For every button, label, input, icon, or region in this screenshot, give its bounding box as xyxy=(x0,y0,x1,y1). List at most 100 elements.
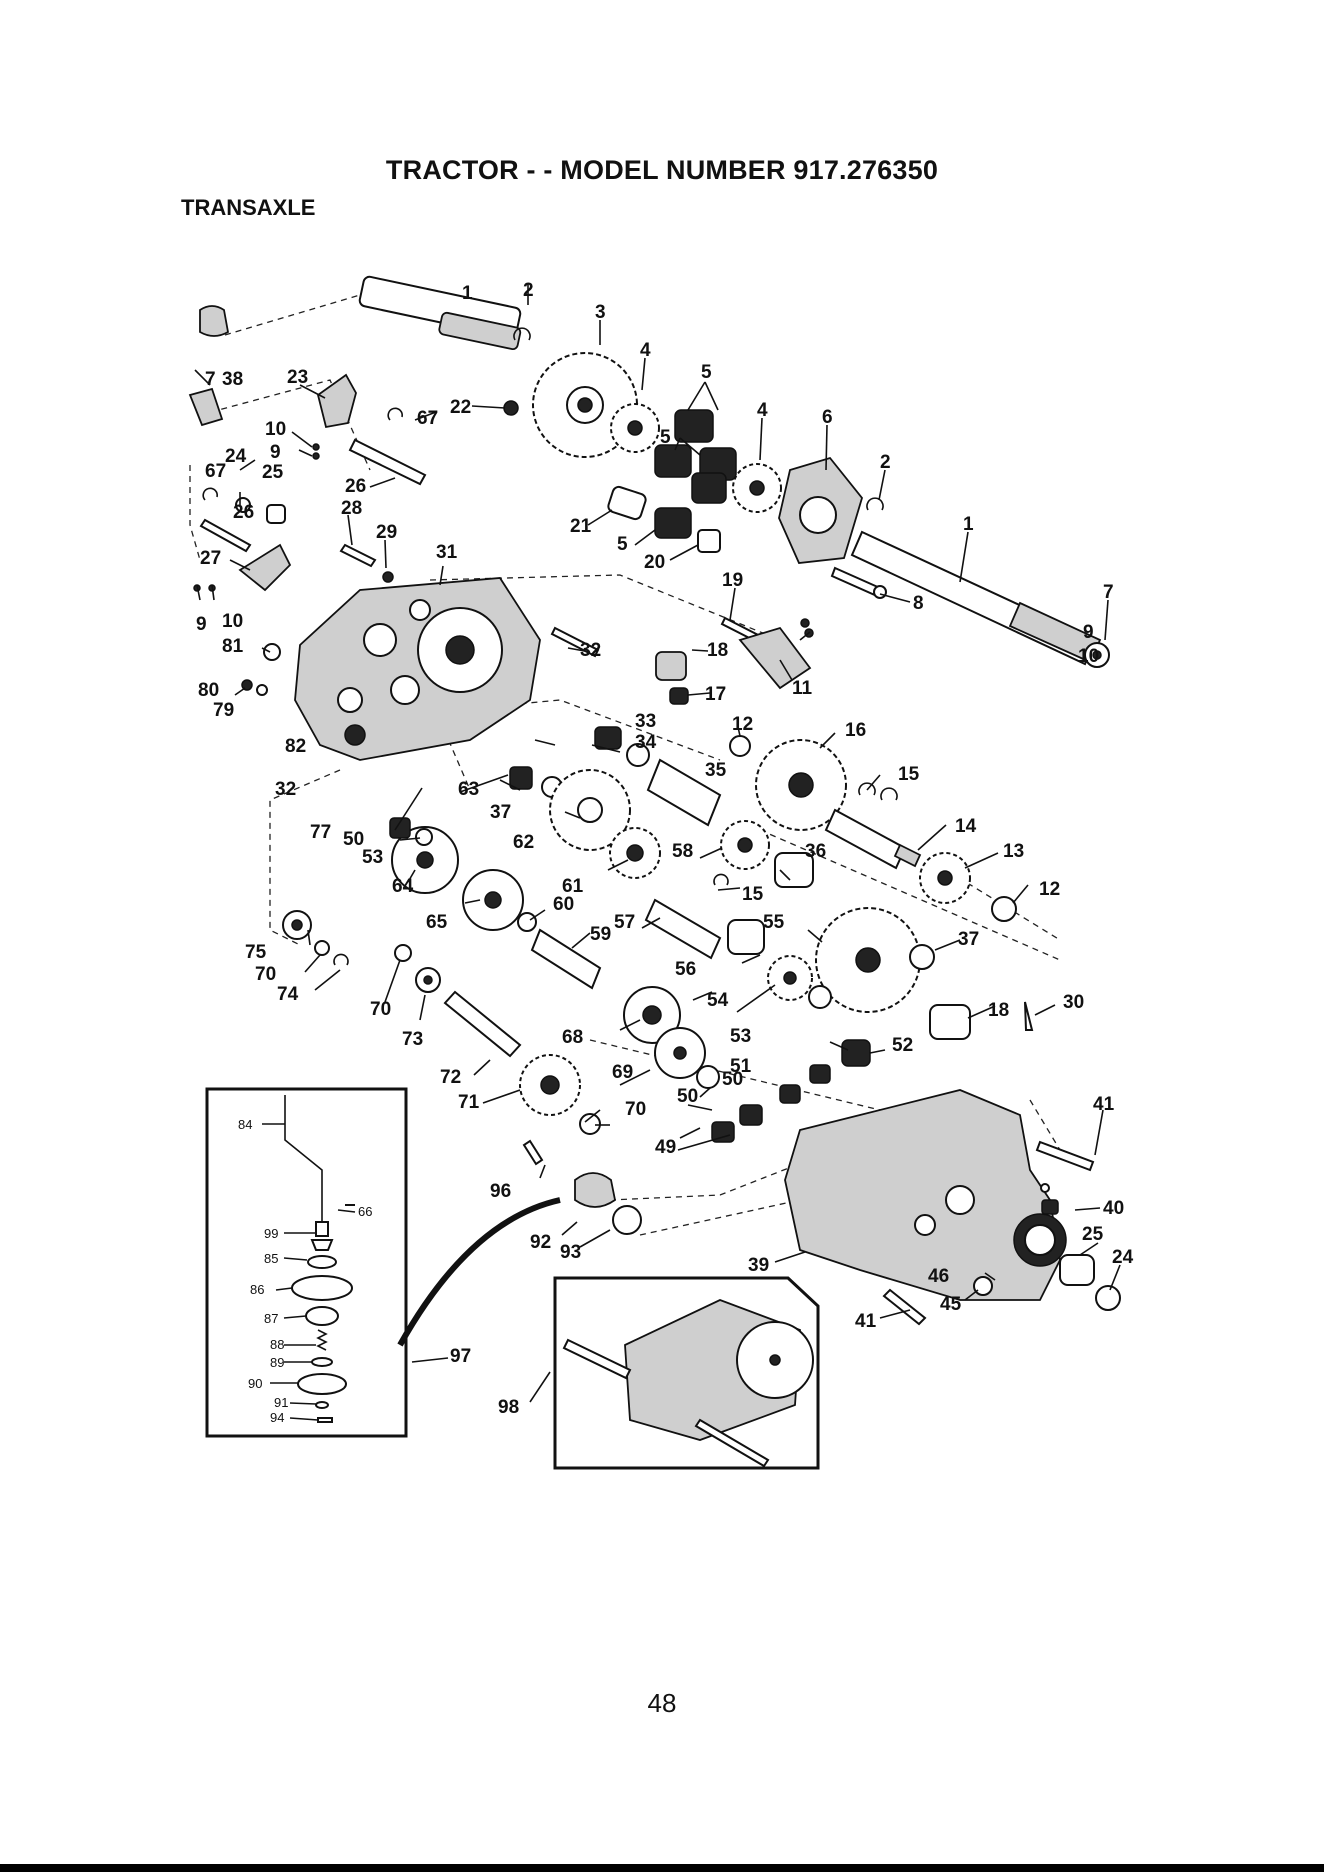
callout-74: 74 xyxy=(277,984,299,1005)
callout-68: 68 xyxy=(562,1027,583,1048)
callout-61: 61 xyxy=(562,876,584,897)
callout-39: 39 xyxy=(748,1255,769,1276)
callout-32b: 32 xyxy=(580,640,601,661)
callout-80: 80 xyxy=(198,680,219,701)
callout-75: 75 xyxy=(245,942,267,963)
callout-24b: 24 xyxy=(1112,1247,1134,1268)
callout-9: 9 xyxy=(270,442,281,463)
callout-1b: 1 xyxy=(963,514,974,535)
callout-86: 86 xyxy=(250,1282,264,1297)
callout-64: 64 xyxy=(392,876,414,897)
callout-56: 56 xyxy=(675,959,696,980)
callout-2b: 2 xyxy=(880,452,891,473)
callout-41: 41 xyxy=(1093,1094,1115,1115)
callout-54: 54 xyxy=(707,990,729,1011)
callout-26b: 26 xyxy=(233,502,254,523)
callout-24: 24 xyxy=(225,446,247,467)
callout-67: 67 xyxy=(417,408,438,429)
callout-21: 21 xyxy=(570,516,592,537)
callout-18: 18 xyxy=(707,640,728,661)
callout-50b: 50 xyxy=(722,1069,743,1090)
upper-shaft-group xyxy=(199,275,1110,668)
callout-93: 93 xyxy=(560,1242,581,1263)
inset-linkage-97 xyxy=(205,1087,561,1438)
callout-40: 40 xyxy=(1103,1198,1124,1219)
callout-31: 31 xyxy=(436,542,458,563)
callout-26: 26 xyxy=(345,476,366,497)
callout-15b: 15 xyxy=(742,884,764,905)
callout-98: 98 xyxy=(498,1397,519,1418)
callout-30: 30 xyxy=(1063,992,1084,1013)
callout-3: 3 xyxy=(595,302,606,323)
callout-29: 29 xyxy=(376,522,397,543)
page-number: 48 xyxy=(647,1688,677,1718)
callout-99: 99 xyxy=(264,1226,278,1241)
callout-92: 92 xyxy=(530,1232,551,1253)
callout-33: 33 xyxy=(635,711,656,732)
callout-89: 89 xyxy=(270,1355,284,1370)
callout-85: 85 xyxy=(264,1251,278,1266)
callout-7b: 7 xyxy=(205,369,216,390)
callout-32: 32 xyxy=(275,779,296,800)
callout-37b: 37 xyxy=(958,929,979,950)
callout-87: 87 xyxy=(264,1311,278,1326)
callout-5: 5 xyxy=(701,362,712,383)
callout-2: 2 xyxy=(523,280,534,301)
callout-53: 53 xyxy=(362,847,383,868)
callout-14: 14 xyxy=(955,816,977,837)
callout-53b: 53 xyxy=(730,1026,751,1047)
callout-27: 27 xyxy=(200,548,221,569)
bracket-7-top xyxy=(199,305,229,337)
callout-15: 15 xyxy=(898,764,920,785)
callout-63: 63 xyxy=(458,779,479,800)
callout-67b: 67 xyxy=(205,461,226,482)
callout-6: 6 xyxy=(822,407,833,428)
callout-25: 25 xyxy=(262,462,284,483)
callout-23: 23 xyxy=(287,367,308,388)
callout-50c: 50 xyxy=(677,1086,698,1107)
callout-70b: 70 xyxy=(370,999,391,1020)
callout-labels: 1 2 3 4 5 5 4 6 2 1 7 8 22 21 5 20 19 67… xyxy=(196,280,1134,1425)
callout-18b: 18 xyxy=(988,1000,1009,1021)
callout-45: 45 xyxy=(940,1294,962,1315)
middle-gears-group xyxy=(282,616,1034,1143)
callout-70: 70 xyxy=(255,964,276,985)
callout-12b: 12 xyxy=(1039,879,1060,900)
callout-81: 81 xyxy=(222,636,244,657)
callout-1: 1 xyxy=(462,283,473,304)
callout-69: 69 xyxy=(612,1062,633,1083)
callout-34: 34 xyxy=(635,732,657,753)
callout-79: 79 xyxy=(213,700,234,721)
callout-10c: 10 xyxy=(1078,646,1099,667)
callout-37: 37 xyxy=(490,802,511,823)
callout-35: 35 xyxy=(705,760,727,781)
case-half-39 xyxy=(784,1089,1061,1301)
callout-62: 62 xyxy=(513,832,534,853)
callout-71: 71 xyxy=(458,1092,480,1113)
callout-49: 49 xyxy=(655,1137,676,1158)
callout-70c: 70 xyxy=(625,1099,646,1120)
callout-97: 97 xyxy=(450,1346,471,1367)
callout-90: 90 xyxy=(248,1376,262,1391)
callout-5c: 5 xyxy=(617,534,628,555)
callout-96: 96 xyxy=(490,1181,511,1202)
callout-84: 84 xyxy=(238,1117,252,1132)
callout-9c: 9 xyxy=(1083,622,1094,643)
callout-73: 73 xyxy=(402,1029,423,1050)
callout-88: 88 xyxy=(270,1337,284,1352)
callout-10: 10 xyxy=(265,419,286,440)
callout-13: 13 xyxy=(1003,841,1024,862)
callout-25b: 25 xyxy=(1082,1224,1104,1245)
callout-38: 38 xyxy=(222,369,243,390)
callout-20: 20 xyxy=(644,552,665,573)
callout-94: 94 xyxy=(270,1410,284,1425)
leader-lines xyxy=(194,283,1121,1421)
callout-58: 58 xyxy=(672,841,693,862)
section-heading: TRANSAXLE xyxy=(181,195,316,220)
callout-41b: 41 xyxy=(855,1311,877,1332)
callout-11: 11 xyxy=(792,678,813,699)
callout-4b: 4 xyxy=(757,400,768,421)
callout-10b: 10 xyxy=(222,611,243,632)
callout-60: 60 xyxy=(553,894,574,915)
